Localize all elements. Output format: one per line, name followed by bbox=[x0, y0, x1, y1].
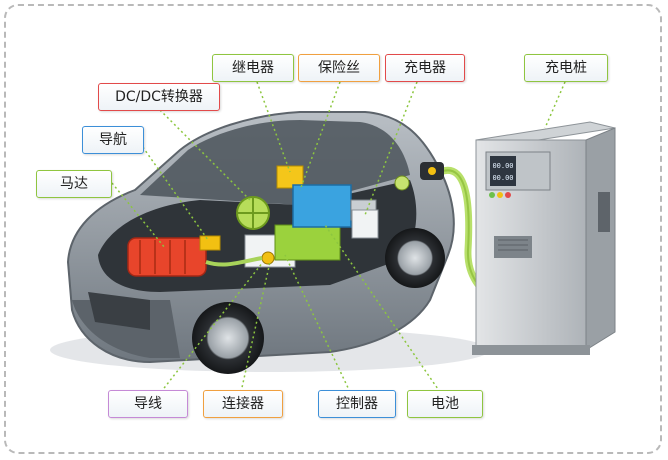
label-fuse: 保险丝 bbox=[298, 54, 380, 82]
label-charger: 充电器 bbox=[385, 54, 465, 82]
leader-lines bbox=[111, 81, 566, 393]
windshield bbox=[140, 120, 410, 205]
grille bbox=[88, 292, 150, 330]
pile-side bbox=[585, 127, 616, 351]
label-connector: 连接器 bbox=[203, 390, 283, 418]
pile-screen bbox=[490, 156, 516, 186]
label-dcdc: DC/DC转换器 bbox=[98, 83, 220, 111]
label-controller: 控制器 bbox=[318, 390, 396, 418]
pile-vent bbox=[494, 236, 532, 258]
wire bbox=[205, 256, 263, 267]
pile-light-yellow bbox=[497, 192, 503, 198]
front-wheel bbox=[192, 302, 264, 374]
label-charging-pile: 充电桩 bbox=[524, 54, 608, 82]
rear-wheel bbox=[385, 228, 445, 288]
label-relay: 继电器 bbox=[212, 54, 294, 82]
pile-display-2: 00.00 bbox=[492, 174, 513, 182]
label-motor: 马达 bbox=[36, 170, 112, 198]
motor-block bbox=[127, 237, 207, 277]
label-wire: 导线 bbox=[108, 390, 188, 418]
pile-base bbox=[472, 345, 590, 355]
navigation-unit bbox=[199, 235, 221, 251]
relay-block bbox=[276, 165, 304, 189]
pile-display-1: 00.00 bbox=[492, 162, 513, 170]
label-navigation: 导航 bbox=[82, 126, 144, 154]
label-battery: 电池 bbox=[407, 390, 483, 418]
charge-port bbox=[394, 175, 410, 191]
pile-light-green bbox=[489, 192, 495, 198]
pile-light-red bbox=[505, 192, 511, 198]
connector-part bbox=[261, 251, 275, 265]
pile-handle bbox=[598, 192, 610, 232]
battery-blue bbox=[292, 184, 352, 228]
charger-block bbox=[351, 209, 379, 239]
battery-green bbox=[274, 224, 341, 261]
